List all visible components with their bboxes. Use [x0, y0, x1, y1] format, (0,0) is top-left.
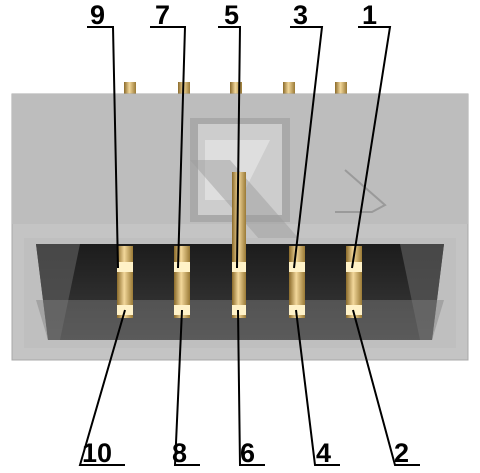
- label-pin-10: 10: [82, 438, 112, 468]
- label-pin-2: 2: [394, 438, 409, 468]
- label-pin-1: 1: [362, 0, 377, 30]
- label-pin-3: 3: [293, 0, 308, 30]
- top-pin-labels: 9 7 5 3 1: [90, 0, 377, 30]
- leader-1: [351, 26, 392, 269]
- leader-10: [78, 309, 126, 466]
- leader-8: [173, 309, 200, 466]
- leader-7: [150, 26, 187, 269]
- label-pin-6: 6: [240, 438, 255, 468]
- label-pin-5: 5: [224, 0, 239, 30]
- front-cavity: [24, 238, 456, 348]
- leader-3: [290, 26, 324, 269]
- leader-6: [237, 309, 265, 466]
- label-pin-7: 7: [155, 0, 170, 30]
- label-pin-9: 9: [90, 0, 105, 30]
- label-pin-8: 8: [172, 438, 187, 468]
- label-pin-4: 4: [316, 438, 331, 468]
- leader-lines: [78, 26, 420, 466]
- leader-4: [295, 309, 340, 466]
- bottom-pin-labels: 10 8 6 4 2: [82, 438, 409, 468]
- leader-5: [218, 26, 242, 269]
- leader-9: [87, 26, 119, 269]
- leader-2: [352, 309, 420, 466]
